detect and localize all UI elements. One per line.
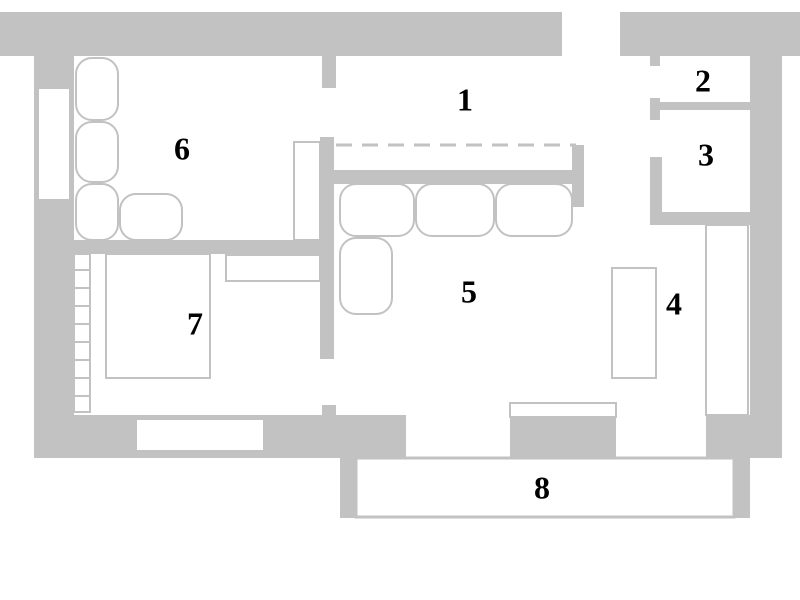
- table-4: [611, 267, 657, 379]
- sofa-seat: [75, 121, 119, 183]
- desk-7: [225, 254, 321, 282]
- sofa-seat: [415, 183, 495, 237]
- balcony-rail: [354, 456, 736, 519]
- partition-6-7: [74, 240, 328, 254]
- room-label-8: 8: [534, 469, 550, 505]
- wall-3-left: [650, 157, 662, 225]
- stub-2b: [650, 98, 660, 120]
- wall-stub-bottom: [322, 405, 336, 417]
- wall-bottom-right: [706, 415, 782, 458]
- shelf-7: [73, 253, 91, 413]
- window-right: [705, 224, 749, 416]
- wall-right: [750, 56, 782, 458]
- room-label-4: 4: [666, 285, 682, 321]
- cabinet-dark: [510, 415, 616, 458]
- bed-7: [105, 253, 211, 379]
- room-label-6: 6: [174, 130, 190, 166]
- partition-hall: [334, 170, 580, 184]
- sofa-seat: [119, 193, 183, 241]
- sofa-seat: [75, 183, 119, 241]
- room-label-5: 5: [461, 273, 477, 309]
- wall-stub-top: [322, 56, 336, 88]
- wall-top-right: [620, 12, 800, 56]
- cabinet-top: [509, 402, 617, 418]
- wall-top-left: [0, 12, 562, 56]
- room-labels: 1 2 3 4 5 6 7 8: [174, 62, 714, 505]
- room-label-3: 3: [698, 136, 714, 172]
- window-bottom: [135, 418, 265, 452]
- furniture: [37, 57, 749, 519]
- sofa-seat: [495, 183, 573, 237]
- partition-hall-end: [572, 145, 584, 207]
- balcony-wall-right: [734, 458, 750, 518]
- sofa-seat: [75, 57, 119, 121]
- wall-2-3: [650, 102, 750, 110]
- sofa-seat: [339, 237, 393, 315]
- stub-2: [650, 56, 660, 66]
- room-label-1: 1: [457, 81, 473, 117]
- room-label-2: 2: [695, 62, 711, 98]
- room-label-7: 7: [187, 305, 203, 341]
- sofa-seat: [339, 183, 415, 237]
- wall-3-bottom: [650, 212, 750, 225]
- wardrobe-panel: [293, 141, 321, 241]
- window-left: [37, 87, 71, 201]
- balcony-wall-left: [340, 458, 356, 518]
